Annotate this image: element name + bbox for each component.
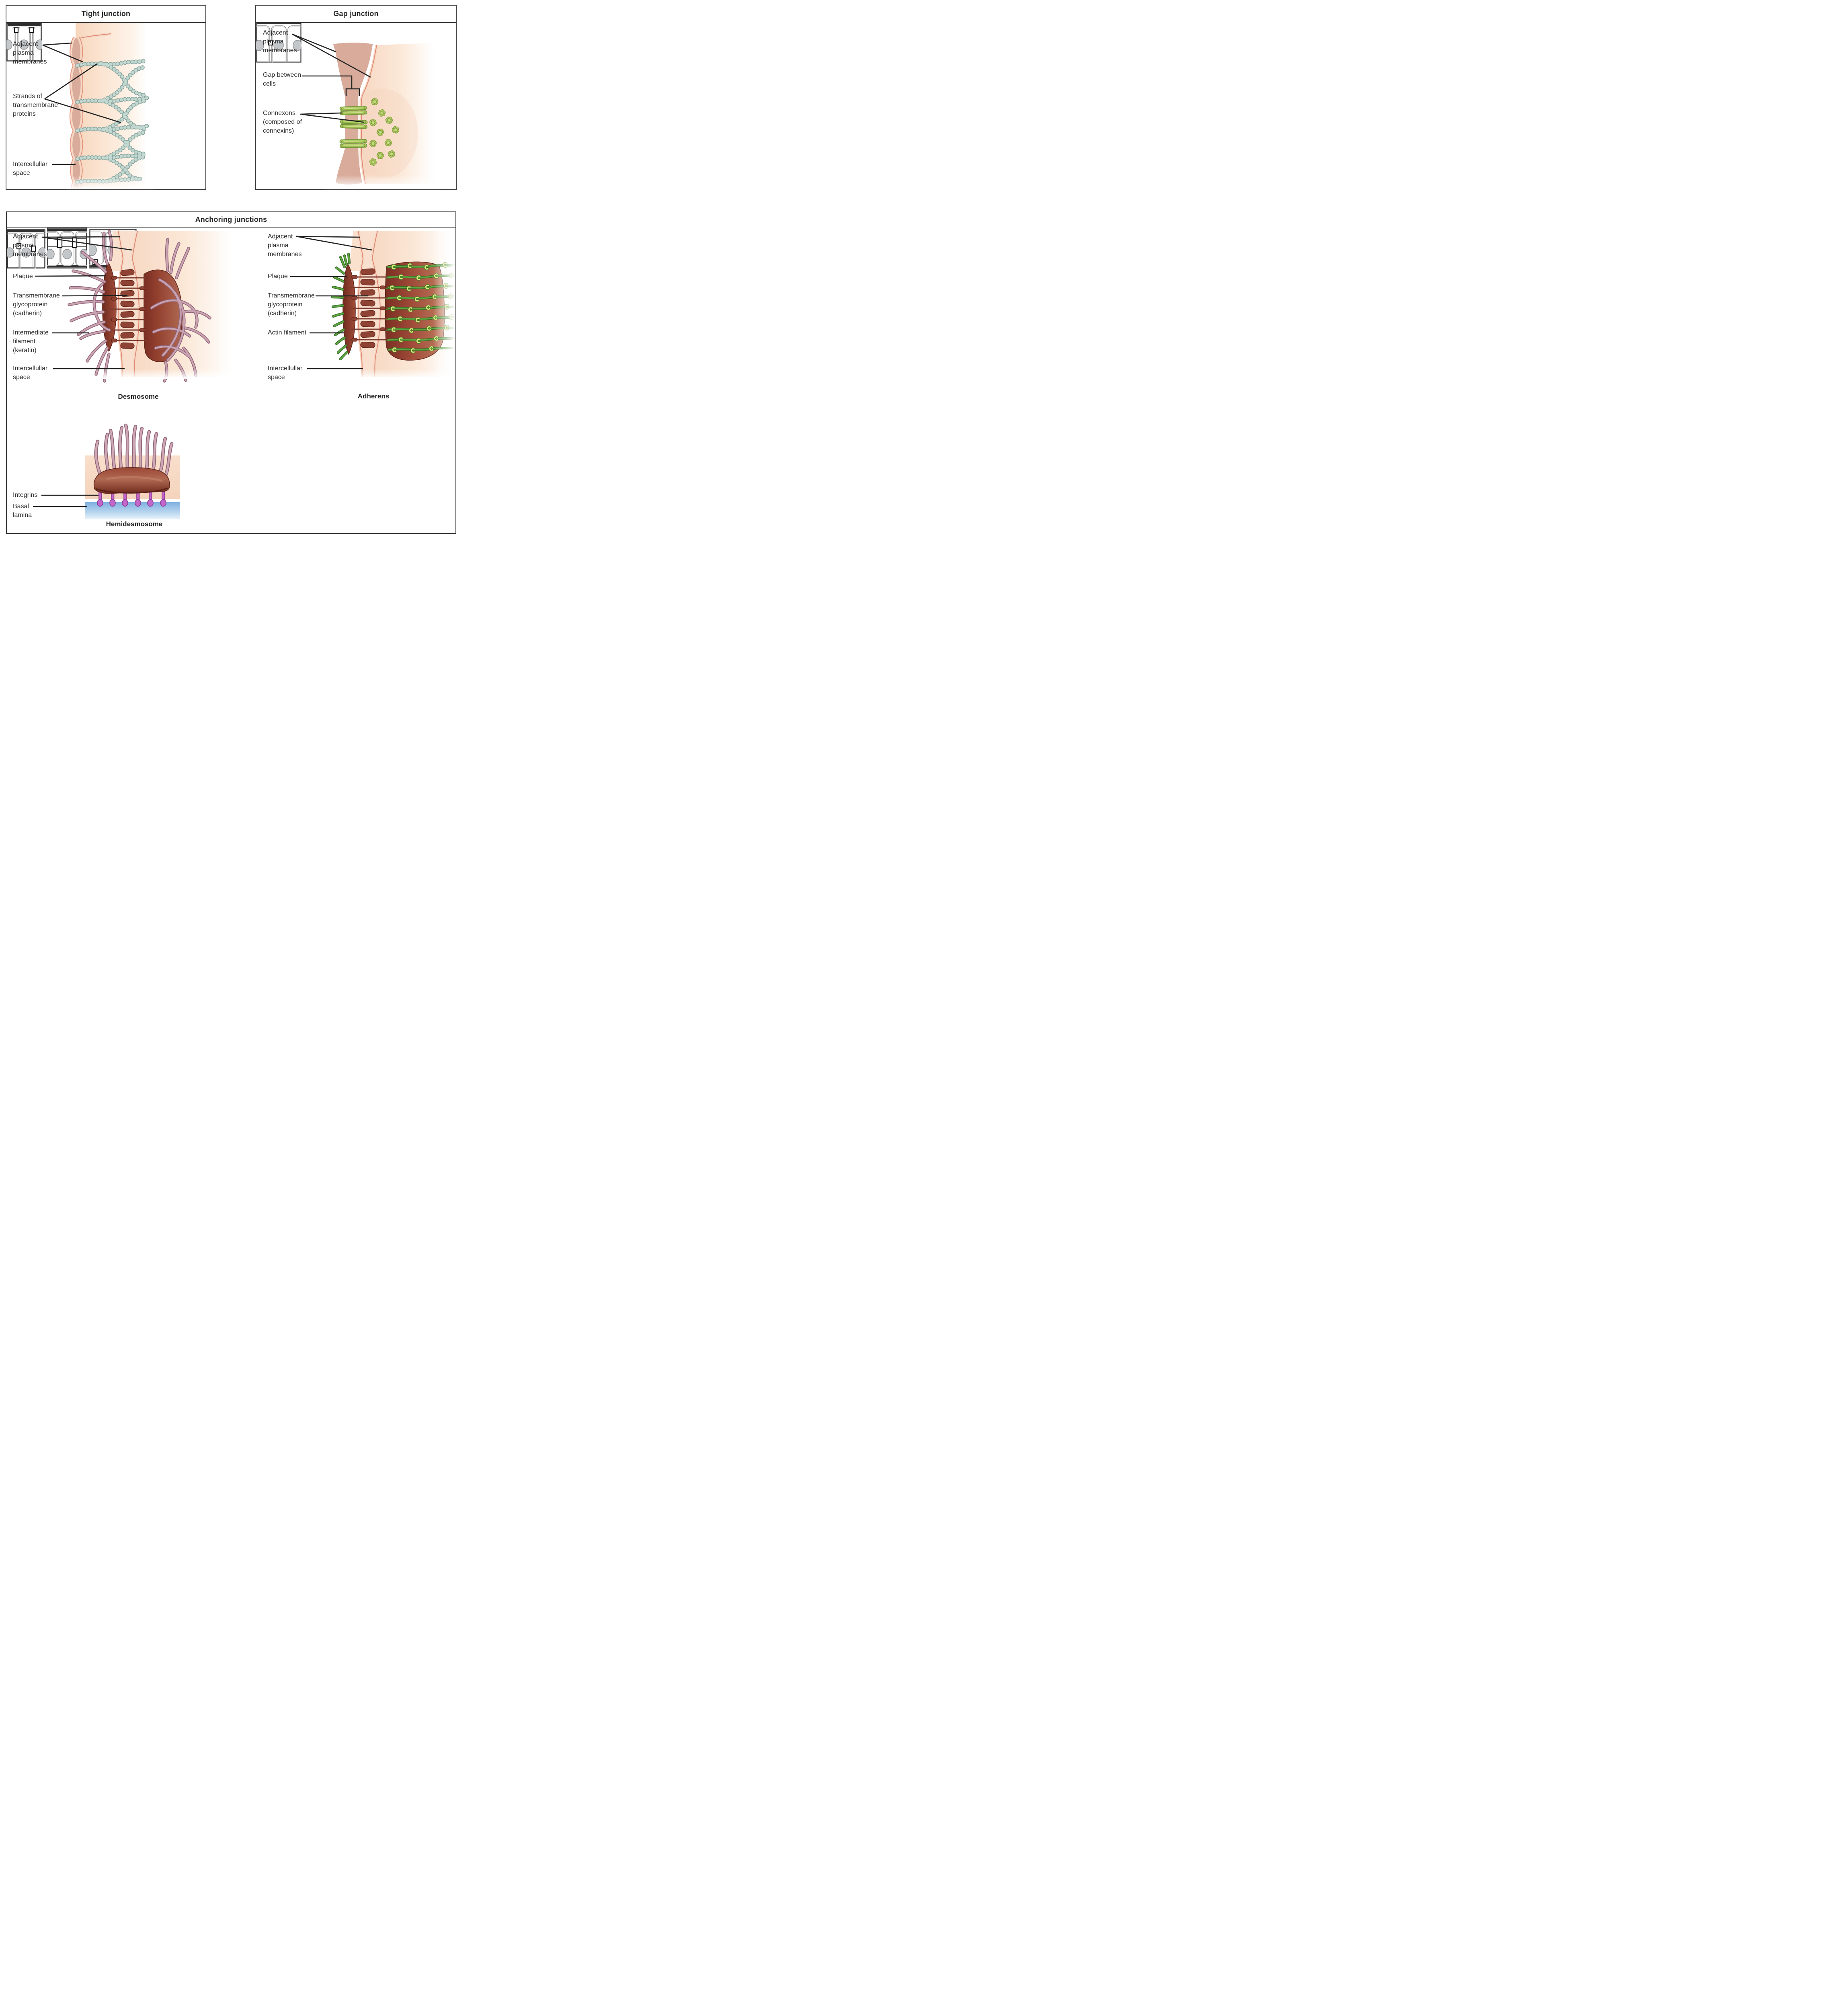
label-integrins: Integrins [13,492,38,498]
junction-marker [57,237,63,248]
anchoring-junctions-illustration [33,228,455,519]
label-intercellular-space: Intercellullar space [13,161,48,176]
hemidesmosome-illustration [33,425,180,519]
connexon-channels [339,105,368,148]
label-plaque-desmosome: Plaque [13,273,33,280]
label-transmembrane-glycoprotein-adherens: Transmembrane glycoprotein (cadherin) [268,292,315,317]
plasma-membranes [117,230,141,377]
label-adjacent-plasma-membranes-desmosome: Adjacent plasma membranes [13,233,47,258]
adherens-plaque-left [343,263,356,355]
junction-marker [14,27,19,33]
label-basal-lamina: Basal lamina [13,503,32,519]
epithelial-cells [1,233,52,272]
junction-marker [72,237,78,248]
label-intercellular-space-desmosome: Intercellullar space [13,365,48,381]
label-transmembrane-glycoprotein-desmosome: Transmembrane glycoprotein (cadherin) [13,292,60,317]
label-connexons: Connexons (composed of connexins) [263,110,302,134]
tight-junction-title: Tight junction [6,6,205,23]
label-gap-between-cells: Gap between cells [263,72,302,87]
anchoring-junctions-title: Anchoring junctions [7,212,455,228]
label-strands-of-transmembrane-proteins: Strands of transmembrane proteins [13,93,58,117]
leader-lines-hemidesmosome [33,494,98,507]
label-intermediate-filament: Intermediate filament (keratin) [13,329,49,354]
leader-lines [42,42,121,165]
adherens-illustration [290,230,455,379]
gap-junction-illustration [292,33,455,189]
junction-marker [31,245,36,252]
leader-lines-desmosome [35,236,133,369]
junction-marker [29,27,34,33]
gap-junction-panel: Gap junction [250,5,457,190]
label-actin-filament: Actin filament [268,329,307,336]
hemidesmosome-plaque [94,467,170,494]
leader-lines-adherens [290,236,373,369]
junction-marker [268,39,273,46]
desmosome-illustration [35,231,240,381]
tight-junction-panel: Tight junction [0,5,206,190]
leader-lines [292,33,371,123]
fade [67,176,155,189]
adherens-location-inset [41,228,94,269]
tight-junction-illustration [42,23,155,189]
cadherin-glycoproteins [350,268,388,348]
caption-hemidesmosome: Hemidesmosome [106,520,163,528]
label-adjacent-plasma-membranes: Adjacent plasma membranes [263,29,297,54]
caption-adherens: Adherens [357,392,390,400]
caption-desmosome: Desmosome [118,393,159,400]
label-adjacent-plasma-membranes-adherens: Adjacent plasma membranes [268,233,302,258]
label-intercellular-space-adherens: Intercellullar space [268,365,303,381]
gap-junction-title: Gap junction [256,6,456,23]
cell-junctions-figure: Tight junction [0,0,462,539]
label-plaque-adherens: Plaque [268,273,288,280]
desmosome-location-inset [1,229,52,272]
cell-interior [361,43,435,184]
cadherin-glycoproteins [110,269,146,349]
anchoring-junctions-panel: Anchoring junctions [1,211,456,534]
junction-marker [16,243,22,250]
keratin-filaments [96,425,172,474]
label-adjacent-plasma-membranes: Adjacent plasma membranes [13,41,47,65]
